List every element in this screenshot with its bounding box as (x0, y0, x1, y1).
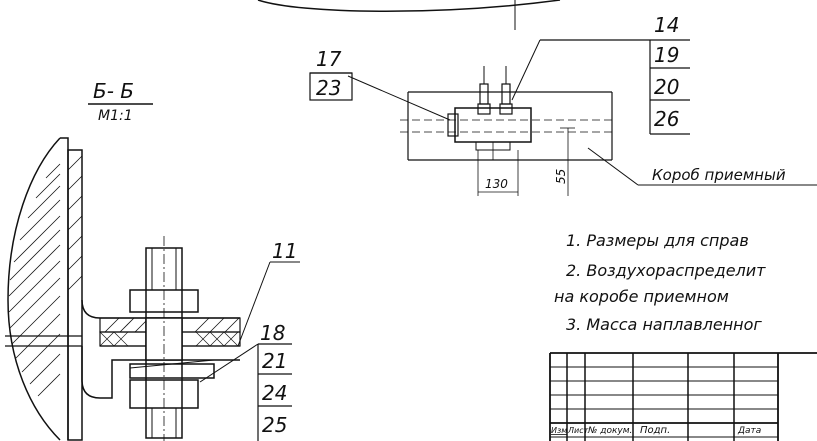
dimension-height: 55 (554, 169, 568, 184)
callout-18: 18 (260, 321, 285, 345)
box-label: Короб приемный (652, 166, 786, 184)
callout-21: 21 (262, 349, 287, 373)
dimension-width: 130 (485, 177, 508, 191)
notes: 1. Размеры для справ 2. Воздухораспредел… (554, 231, 766, 334)
callouts-left: 11 18 21 24 25 (257, 239, 297, 441)
note-2-cont: на коробе приемном (554, 287, 729, 306)
note-2: 2. Воздухораспределит (566, 261, 766, 280)
callout-25: 25 (262, 413, 287, 437)
section-title: Б- Б М1:1 (88, 79, 153, 124)
callouts-14-26: 14 19 20 26 (540, 13, 690, 135)
tb-header-sign: Подп. (640, 425, 670, 436)
plan-view: 130 55 (347, 39, 817, 196)
note-1: 1. Размеры для справ (566, 231, 749, 250)
bolt (129, 236, 215, 441)
section-scale-text: М1:1 (98, 108, 133, 124)
tb-header-list: Лист (567, 426, 589, 435)
tb-header-izm: Изм (551, 426, 567, 435)
section-title-text: Б- Б (93, 79, 134, 103)
top-arc-fragment (257, 0, 561, 30)
callouts-17-23: 17 23 (309, 47, 353, 101)
callout-17: 17 (316, 47, 342, 71)
callout-24: 24 (262, 381, 287, 405)
callout-23: 23 (316, 76, 341, 100)
callout-14: 14 (654, 13, 679, 37)
note-3: 3. Масса наплавленног (566, 315, 762, 334)
title-block: Изм Лист № докум. Подп. Дата (549, 352, 817, 441)
callout-19: 19 (654, 43, 679, 67)
tb-header-date: Дата (737, 426, 761, 436)
section-view (5, 137, 300, 441)
callout-26: 26 (654, 107, 679, 131)
callout-20: 20 (654, 75, 679, 99)
callout-11: 11 (272, 239, 297, 263)
tb-header-doc: № докум. (587, 426, 632, 436)
